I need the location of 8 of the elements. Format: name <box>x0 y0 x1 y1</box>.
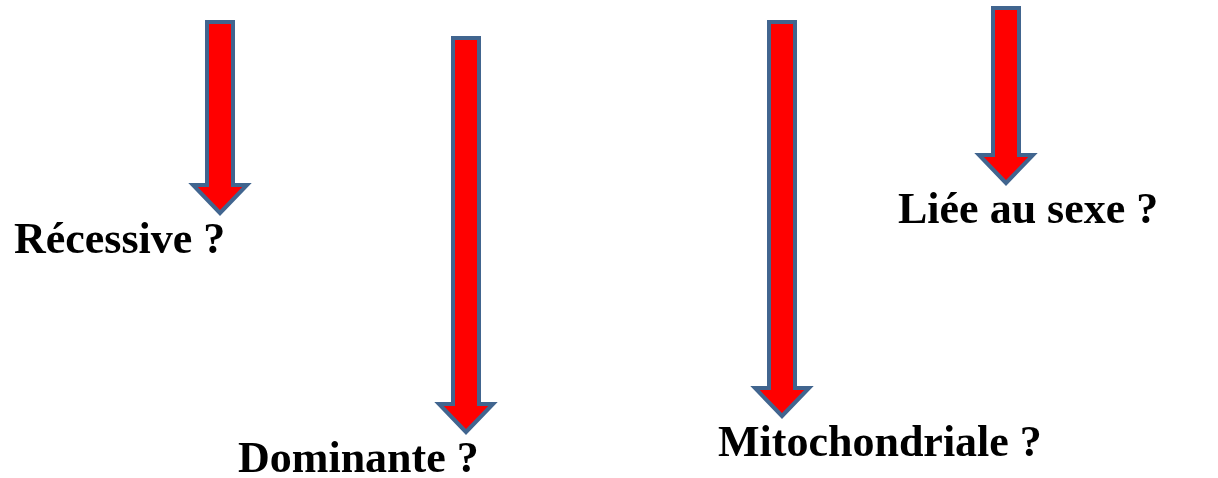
text-label: Mitochondriale ? <box>718 420 1042 464</box>
block-arrow <box>974 6 1038 186</box>
block-arrow <box>434 36 498 435</box>
text-label: Dominante ? <box>238 436 479 478</box>
text-label: Liée au sexe ? <box>898 187 1159 231</box>
block-arrow <box>188 20 252 216</box>
block-arrow <box>750 20 814 419</box>
text-label: Récessive ? <box>14 217 226 261</box>
